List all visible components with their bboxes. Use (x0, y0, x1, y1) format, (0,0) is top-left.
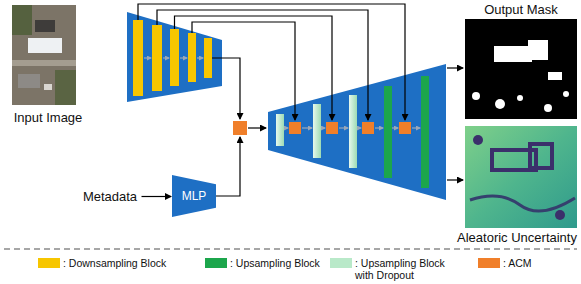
flow-arrow (412, 127, 420, 128)
legend-text: : Downsampling Block (63, 257, 166, 269)
dropout-upsampling-block (349, 95, 357, 168)
image-car (44, 84, 52, 90)
metadata-text: Metadata (82, 189, 139, 204)
mask-blob (472, 92, 480, 100)
uncertainty-blob (473, 135, 483, 145)
upsampling-block (384, 86, 392, 178)
bottleneck-to-decoder (248, 127, 266, 128)
caption-text: Metadata (82, 189, 139, 204)
mask-ground (465, 19, 577, 119)
flow-arrow (180, 57, 187, 58)
uncertainty-caption: Aleatoric Uncertainty (456, 230, 578, 245)
uncertainty-map-image (465, 126, 577, 228)
input-satellite-image (12, 5, 76, 105)
image-ground (12, 5, 76, 105)
image-building (35, 20, 55, 32)
mlp-block: MLP (172, 175, 216, 217)
legend-swatch (478, 258, 500, 268)
flow-arrow (144, 57, 151, 58)
mask-blob (548, 72, 562, 80)
mask-blob (495, 99, 505, 109)
image-trees (55, 70, 76, 105)
trapezoid-fill (172, 175, 216, 217)
caption-text: Aleatoric Uncertainty (456, 230, 578, 245)
dropout-upsampling-block (276, 114, 284, 146)
output-mask-image (465, 19, 577, 119)
image-building (18, 74, 40, 88)
flow-arrow (197, 57, 203, 58)
downsampling-block (152, 25, 162, 91)
flow-arrow (302, 127, 312, 128)
input-caption: Input Image (13, 110, 84, 125)
flow-arrow (284, 127, 288, 128)
caption-text: Input Image (13, 110, 84, 125)
mask-blob (528, 40, 548, 60)
skip-connection (175, 16, 333, 120)
flow-arrow (321, 127, 325, 128)
flow-arrow (357, 127, 361, 128)
downsampling-block (204, 38, 212, 78)
mask-blob (563, 91, 569, 97)
flow-arrow (375, 127, 383, 128)
downsampling-block (188, 33, 196, 82)
legend-text: : ACM (503, 257, 532, 269)
bottleneck-line (212, 58, 240, 119)
flow-arrow (339, 127, 348, 128)
downsampling-block (170, 29, 179, 86)
uncertainty-blob (555, 210, 565, 220)
legend-swatch (205, 258, 227, 268)
downsampling-block (133, 20, 143, 96)
legend-swatch (38, 258, 60, 268)
uncertainty-ground (465, 126, 577, 228)
acm-block (362, 122, 374, 134)
mask-blob (494, 46, 532, 62)
caption-text: Output Mask (483, 2, 559, 17)
mask-blob (517, 95, 523, 101)
skip-connections (138, 4, 463, 196)
upsampling-block (421, 76, 429, 188)
skip-connection (138, 4, 405, 120)
acm-block (326, 122, 338, 134)
block-label: MLP (182, 189, 207, 204)
uncertainty-outline (530, 144, 552, 168)
legend-text: : Upsampling Block with Dropout (355, 257, 455, 281)
metadata-feature-line (216, 137, 240, 196)
image-roof (28, 38, 62, 53)
skip-connection (157, 10, 368, 120)
acm-block (399, 122, 411, 134)
flow-arrows (144, 57, 203, 58)
uncertainty-outline (470, 196, 575, 211)
flow-arrow (392, 127, 398, 128)
flow-arrow (163, 57, 169, 58)
dropout-upsampling-block (313, 104, 321, 158)
acm-block (233, 121, 247, 135)
skip-connection (192, 22, 295, 120)
image-road (12, 60, 76, 66)
connector-arrow (142, 196, 172, 197)
output-arrow (447, 67, 463, 68)
image-trees (12, 5, 32, 35)
mask-blob (544, 104, 552, 112)
acm-block (289, 122, 301, 134)
output-caption: Output Mask (483, 2, 559, 17)
output-arrow (447, 179, 463, 180)
legend-swatch (330, 258, 352, 268)
legend-text: : Upsampling Block (230, 257, 320, 269)
separator-line (4, 248, 577, 250)
